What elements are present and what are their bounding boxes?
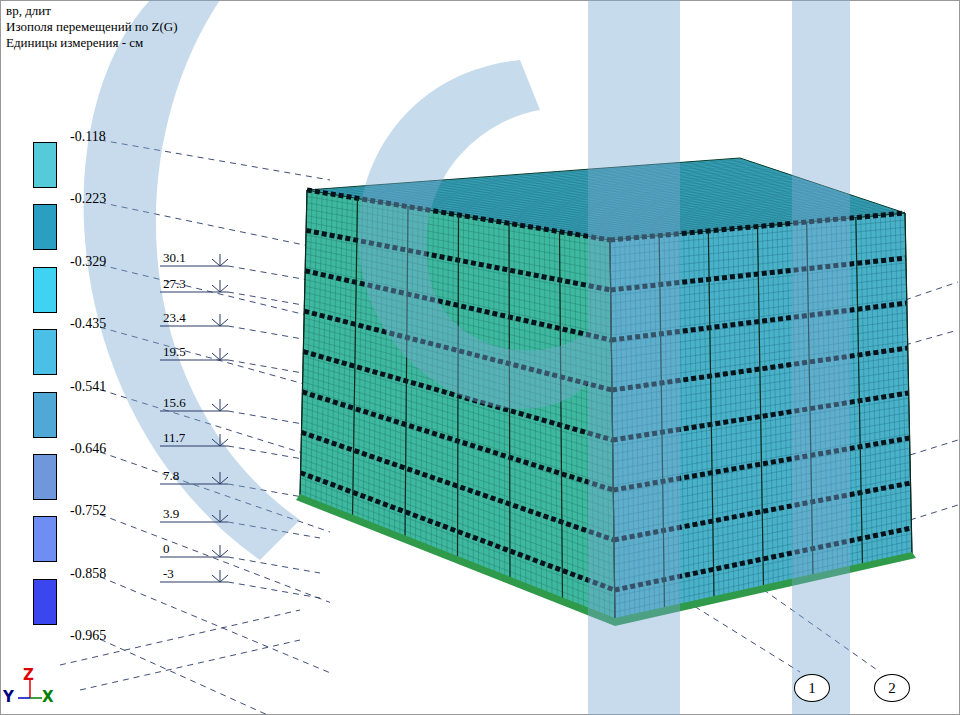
scale-value: -0.329	[70, 255, 106, 269]
axis-line	[910, 505, 958, 520]
watermark-swirl	[358, 60, 604, 409]
left-facade	[300, 190, 615, 620]
level-mark: 0	[163, 542, 170, 555]
level-mark: -3	[163, 567, 174, 580]
x-axis	[30, 697, 42, 699]
watermark-bar	[792, 0, 850, 715]
scale-value: -0.118	[70, 130, 106, 144]
level-mark: 7.8	[163, 469, 179, 482]
level-arrow	[220, 314, 221, 326]
level-underline	[160, 446, 228, 447]
level-mark: 11.7	[163, 431, 185, 444]
axis-bubble: 1	[794, 674, 830, 702]
title-line: вр, длит	[6, 4, 51, 17]
dashed-leader	[228, 557, 320, 573]
mesh-line	[758, 227, 764, 588]
level-underline	[160, 522, 228, 523]
column-line	[708, 231, 714, 598]
column-line	[905, 213, 912, 555]
level-marks	[160, 254, 228, 582]
level-underline	[160, 292, 228, 293]
level-underline	[160, 582, 228, 583]
dashed-leader	[228, 582, 320, 598]
axis-line	[80, 640, 300, 690]
legend-swatch	[33, 204, 57, 250]
dashed-leader	[100, 639, 330, 715]
level-mark: 23.4	[163, 311, 186, 324]
level-underline	[160, 266, 228, 267]
axis-letter: Y	[3, 690, 14, 705]
legend-swatch	[33, 454, 57, 500]
level-mark: 27.3	[163, 277, 186, 290]
legend-swatch	[33, 516, 57, 562]
level-arrow	[220, 570, 221, 582]
watermark	[84, 0, 850, 715]
column-line	[856, 218, 863, 566]
legend-swatch	[33, 392, 57, 438]
legend-swatch	[33, 579, 57, 625]
level-mark: 30.1	[163, 251, 186, 264]
axis-letter: Z	[23, 668, 34, 683]
mesh-line	[353, 198, 358, 517]
level-mark: 3.9	[163, 507, 179, 520]
axis-line	[910, 440, 958, 455]
column-line	[300, 190, 307, 497]
scale-value: -0.223	[70, 192, 106, 206]
axis-line	[905, 282, 958, 300]
scale-value: -0.541	[70, 380, 106, 394]
axis-line	[905, 330, 958, 345]
scale-value: -0.965	[70, 629, 106, 643]
level-arrow	[220, 545, 221, 557]
scale-value: -0.435	[70, 317, 106, 331]
axis-letter: X	[42, 690, 54, 705]
dashed-leader	[100, 577, 330, 673]
column-line	[758, 227, 764, 588]
scale-value: -0.752	[70, 504, 106, 518]
level-underline	[160, 326, 228, 327]
mesh-line	[560, 232, 563, 600]
level-arrow	[220, 399, 221, 411]
mesh-line	[708, 231, 714, 598]
axis-bubble: 2	[874, 674, 910, 702]
legend-swatch	[33, 267, 57, 313]
column-line	[353, 198, 358, 517]
mesh-line	[856, 218, 863, 566]
level-underline	[160, 484, 228, 485]
level-arrow	[220, 472, 221, 484]
level-underline	[160, 411, 228, 412]
level-arrow	[220, 434, 221, 446]
level-underline	[160, 360, 228, 361]
level-mark: 19.5	[163, 345, 186, 358]
title-line: Единицы измерения - см	[6, 36, 143, 49]
level-arrow	[220, 348, 221, 360]
column-line	[560, 232, 563, 600]
watermark-curve	[84, 0, 300, 560]
legend-swatch	[33, 329, 57, 375]
level-arrow	[220, 510, 221, 522]
level-arrow	[220, 280, 221, 292]
level-mark: 15.6	[163, 396, 186, 409]
y-axis	[18, 697, 30, 699]
legend-swatch	[33, 142, 57, 188]
title-line: Изополя перемещений по Z(G)	[6, 20, 178, 33]
axis-number: 1	[808, 680, 816, 697]
level-arrow	[220, 254, 221, 266]
axis-line	[60, 610, 300, 665]
scale-value: -0.858	[70, 567, 106, 581]
scale-value: -0.646	[70, 442, 106, 456]
axis-number: 2	[888, 680, 896, 697]
dashed-leader	[100, 514, 330, 602]
level-underline	[160, 557, 228, 558]
